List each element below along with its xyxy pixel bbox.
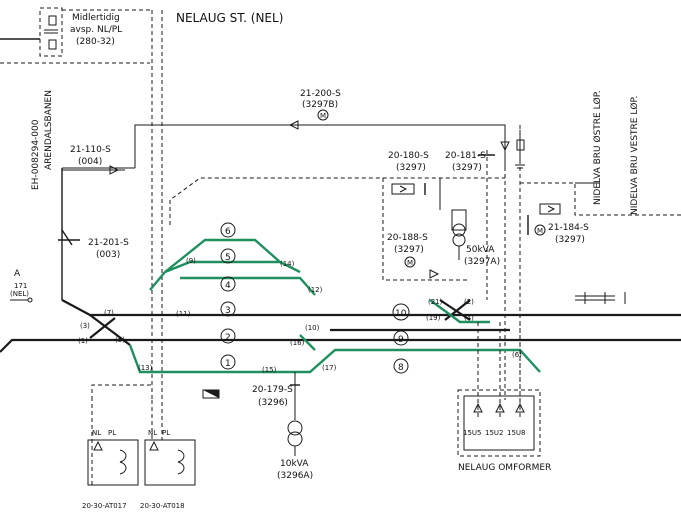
switch-21-201-num: (003) <box>96 250 120 260</box>
right-label-ostre: NIDELVA BRU ØSTRE LØP. <box>592 90 603 205</box>
switch-20-181-num: (3297) <box>452 163 482 173</box>
transformer-10kva-rating: 10kVA <box>280 459 309 469</box>
track-main <box>0 338 681 353</box>
temporary-disconnect-box: Midlertidig avsp. NL/PL (280-32) <box>39 7 122 57</box>
transformer-10kva: 10kVA (3296A) <box>277 372 313 481</box>
svg-text:(5): (5) <box>115 336 125 344</box>
disconnect-label-2: avsp. NL/PL <box>70 25 122 35</box>
svg-text:(9): (9) <box>186 257 196 265</box>
svg-text:(7): (7) <box>104 309 114 317</box>
svg-text:PL: PL <box>162 429 170 437</box>
svg-text:(1): (1) <box>78 337 88 345</box>
svg-text:(10): (10) <box>305 324 320 332</box>
switch-21-110-name: 21-110-S <box>70 145 111 155</box>
svg-text:(17): (17) <box>322 364 337 372</box>
right-label-vestre: NIDELVA BRU VESTRE LØP. <box>629 96 640 215</box>
transformer-50kva-num: (3297A) <box>464 257 500 267</box>
at-unit-018: NL PL 20-30-AT018 <box>140 400 196 510</box>
svg-text:(2): (2) <box>464 298 474 306</box>
switch-21-184-num: (3297) <box>555 235 585 245</box>
switch-21-201-name: 21-201-S <box>88 238 129 248</box>
svg-text:M: M <box>537 227 543 235</box>
switch-21-110-num: (004) <box>78 157 102 167</box>
switch-21-184-name: 21-184-S <box>548 223 589 233</box>
omformer-box: 15U5 15U2 15U8 NELAUG OMFORMER <box>457 322 551 473</box>
svg-text:4: 4 <box>225 281 231 291</box>
switch-20-181-name: 20-181-S <box>445 151 486 161</box>
svg-text:NL: NL <box>92 429 101 437</box>
switch-21-200-name: 21-200-S <box>300 89 341 99</box>
station-marker: A 171 (NEL) <box>10 269 33 303</box>
svg-text:M: M <box>320 112 326 120</box>
omformer-unit-1: 15U5 <box>463 429 481 437</box>
svg-text:(16): (16) <box>290 339 305 347</box>
svg-text:8: 8 <box>398 363 404 373</box>
page-title: NELAUG ST. (NEL) <box>176 11 283 25</box>
disconnect-label-3: (280-32) <box>76 37 115 47</box>
switch-20-188-num: (3297) <box>394 245 424 255</box>
svg-text:2: 2 <box>225 333 231 343</box>
transformer-10kva-num: (3296A) <box>277 471 313 481</box>
svg-text:5: 5 <box>225 253 231 263</box>
svg-text:(6): (6) <box>512 351 522 359</box>
switch-20-188-name: 20-188-S <box>387 233 428 243</box>
svg-text:3: 3 <box>225 306 231 316</box>
omformer-unit-3: 15U8 <box>507 429 525 437</box>
svg-text:(NEL): (NEL) <box>10 290 29 298</box>
svg-text:(19): (19) <box>426 314 441 322</box>
at-unit-017: NL PL 20-30-AT017 <box>82 384 152 510</box>
switch-20-180-num: (3297) <box>396 163 426 173</box>
transformer-50kva-rating: 50kVA <box>466 245 495 255</box>
feeder-20-188 <box>382 178 470 281</box>
switch-20-179-num: (3296) <box>258 398 288 408</box>
svg-text:6: 6 <box>225 227 231 237</box>
at-unit-017-id: 20-30-AT017 <box>82 502 127 510</box>
switch-20-179-name: 20-179-S <box>252 385 293 395</box>
svg-text:(11): (11) <box>176 310 191 318</box>
point-numbers: (9) (14) (12) (7) (11) (3) (1) (5) (10) … <box>78 257 522 374</box>
green-tracks <box>128 238 541 374</box>
svg-text:171: 171 <box>14 282 27 290</box>
svg-text:(13): (13) <box>138 364 153 372</box>
omformer-label: NELAUG OMFORMER <box>458 463 551 473</box>
left-code-label: EH-008294-000 <box>31 119 41 190</box>
svg-text:10: 10 <box>395 309 407 319</box>
svg-text:(15): (15) <box>262 366 277 374</box>
disconnect-label-1: Midlertidig <box>72 13 120 23</box>
feeder-upper-branch <box>169 177 505 225</box>
marker-triangle <box>203 390 219 398</box>
svg-text:9: 9 <box>398 335 404 345</box>
track-numbers: 6 5 4 3 2 1 10 9 8 <box>220 222 410 374</box>
svg-text:M: M <box>407 259 413 267</box>
svg-text:(12): (12) <box>308 286 323 294</box>
switch-20-180-name: 20-180-S <box>388 151 429 161</box>
at-unit-018-id: 20-30-AT018 <box>140 502 185 510</box>
omformer-unit-2: 15U2 <box>485 429 503 437</box>
feeder-nidelva <box>520 182 681 216</box>
svg-text:(21): (21) <box>428 298 443 306</box>
svg-text:(4): (4) <box>464 314 474 322</box>
svg-text:1: 1 <box>225 359 231 369</box>
left-name-label: ARENDALSBANEN <box>44 90 54 170</box>
transformer-50kva: 50kVA (3297A) <box>451 209 500 267</box>
svg-text:NL: NL <box>148 429 157 437</box>
switch-21-200-num: (3297B) <box>302 100 338 110</box>
svg-text:A: A <box>14 269 21 279</box>
svg-text:(14): (14) <box>280 260 295 268</box>
svg-text:(3): (3) <box>80 322 90 330</box>
svg-text:PL: PL <box>108 429 116 437</box>
